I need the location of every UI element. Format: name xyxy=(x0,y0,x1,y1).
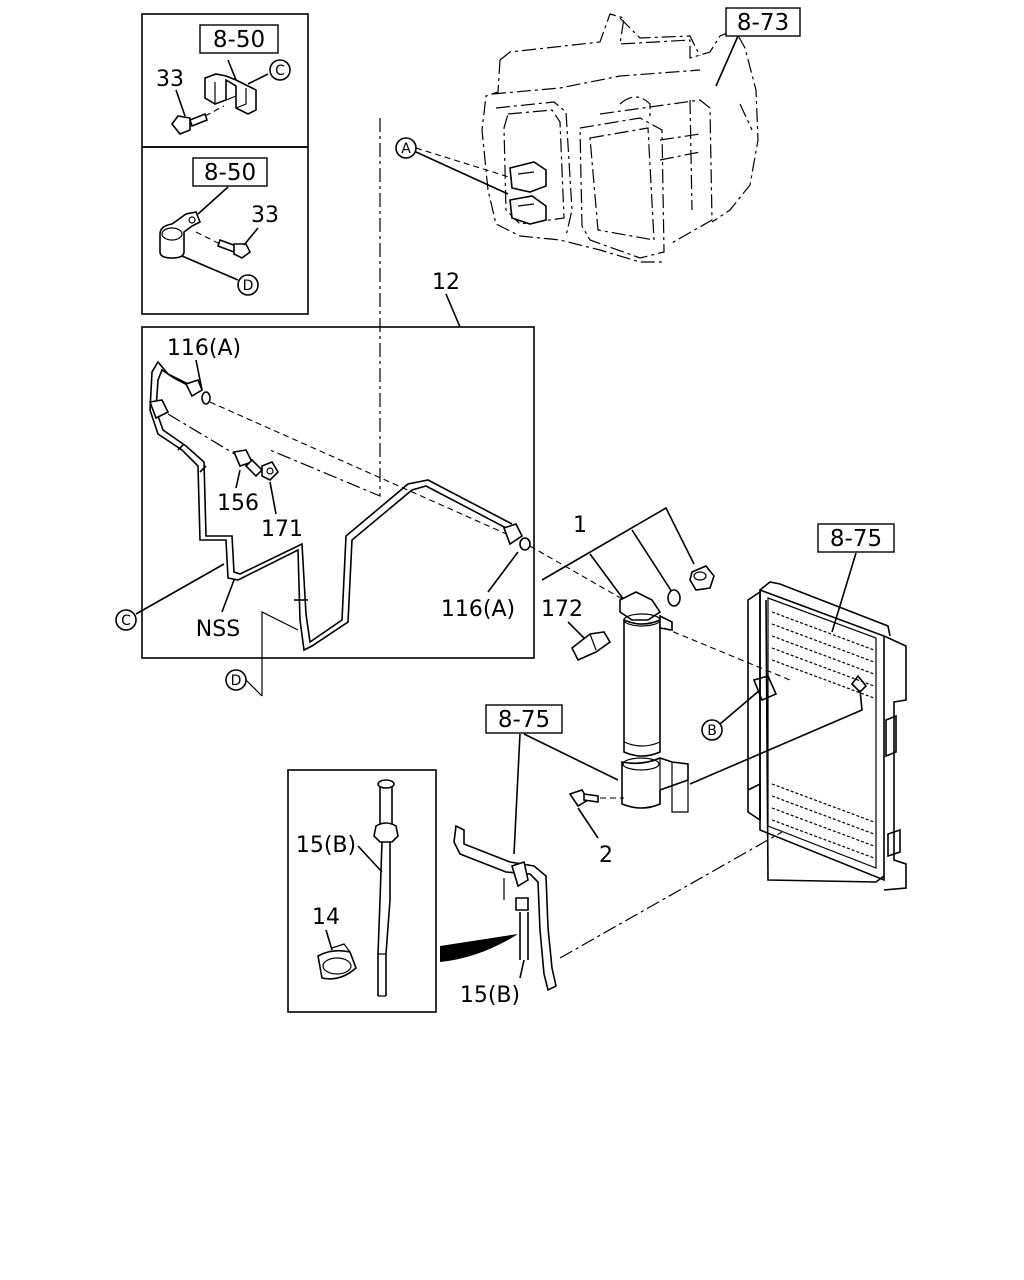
ref-box-8-50-top[interactable] xyxy=(199,24,279,54)
clip-part-top xyxy=(204,73,257,115)
ref-8-75-condenser[interactable]: 8-75 xyxy=(830,526,882,552)
ref-8-50-top[interactable]: 8-50 xyxy=(213,27,265,53)
pipe-15b-bracket xyxy=(453,824,557,992)
fitting-nut-right xyxy=(502,523,531,551)
circle-c-inset xyxy=(269,59,291,81)
bolt-2 xyxy=(568,789,599,808)
label-33-bottom: 33 xyxy=(251,203,279,228)
ref-box-8-50-bottom[interactable] xyxy=(192,157,268,187)
ref-box-8-75-lower[interactable] xyxy=(485,704,563,734)
clip-part-bottom xyxy=(159,211,202,259)
label-172: 172 xyxy=(541,597,583,622)
evaporator-unit xyxy=(481,13,759,263)
leader-a xyxy=(269,118,381,497)
pressure-switch xyxy=(570,631,612,662)
nut-171 xyxy=(261,461,280,481)
ref-box-8-75-condenser[interactable] xyxy=(817,523,895,553)
circle-c-main xyxy=(115,609,137,631)
refrigerant-pipe xyxy=(149,360,513,652)
condenser xyxy=(689,581,907,891)
svg-text:D: D xyxy=(243,278,254,294)
circle-b xyxy=(701,719,723,741)
circle-d-main xyxy=(225,669,247,691)
label-2: 2 xyxy=(599,843,613,868)
label-171: 171 xyxy=(261,517,303,542)
label-12: 12 xyxy=(432,270,460,295)
ref-8-73[interactable]: 8-73 xyxy=(737,10,789,36)
svg-text:B: B xyxy=(707,723,717,739)
ref-8-75-lower[interactable]: 8-75 xyxy=(498,707,550,733)
inset-clip-d: 8-50 33 D xyxy=(141,146,309,315)
label-33-top: 33 xyxy=(156,67,184,92)
inset-hose-clamp xyxy=(287,769,437,1013)
label-156: 156 xyxy=(217,491,259,516)
label-15b-inset: 15(B) xyxy=(296,833,356,858)
svg-text:D: D xyxy=(231,673,242,689)
bracket-mount xyxy=(148,399,170,420)
label-116a-top: 116(A) xyxy=(167,336,241,361)
bolt-156 xyxy=(232,449,264,478)
leader-d xyxy=(261,611,299,696)
circle-d-inset xyxy=(237,274,259,296)
drier-bracket xyxy=(621,757,689,813)
label-15b-main: 15(B) xyxy=(460,983,520,1008)
label-14: 14 xyxy=(312,905,340,930)
receiver-drier xyxy=(619,591,673,757)
pipe-assembly-box xyxy=(141,326,535,659)
svg-text:A: A xyxy=(401,141,411,157)
label-1: 1 xyxy=(573,513,587,538)
ref-box-8-73[interactable] xyxy=(725,7,801,37)
plug-cap xyxy=(689,565,715,591)
ref-8-50-bottom[interactable]: 8-50 xyxy=(204,160,256,186)
label-nss: NSS xyxy=(196,617,240,642)
fitting-nut-top xyxy=(184,379,211,405)
pointer-wedge xyxy=(440,934,518,962)
label-116a-right: 116(A) xyxy=(441,597,515,622)
svg-text:C: C xyxy=(275,63,285,79)
svg-text:C: C xyxy=(121,613,131,629)
inset-clip-c: 8-50 33 C xyxy=(141,13,309,148)
o-ring-172 xyxy=(667,589,681,607)
bolt-33-top xyxy=(170,112,208,135)
